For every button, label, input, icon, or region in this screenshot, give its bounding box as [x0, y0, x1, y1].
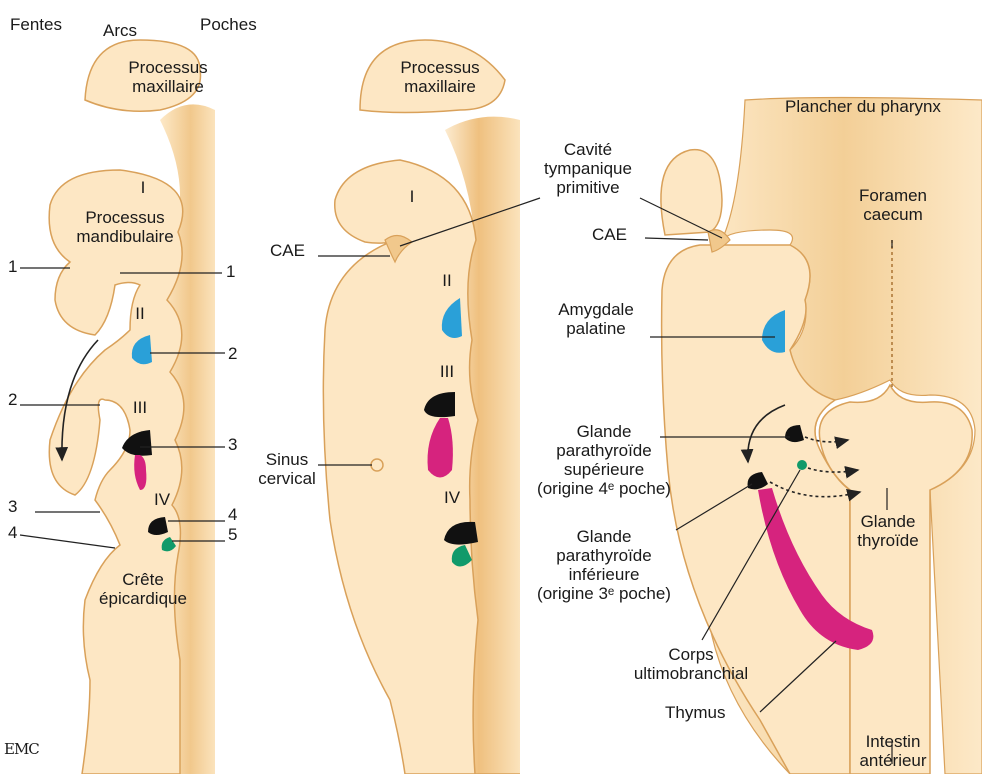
panel-2-arches	[318, 40, 540, 774]
p3-amygdale-palatine: Amygdale palatine	[558, 300, 634, 338]
p3-foramen-caecum: Foramen caecum	[859, 186, 927, 224]
header-poches: Poches	[200, 15, 257, 34]
p1-arc-III: III	[133, 398, 147, 417]
p2-cavite-tympanique: Cavité tympanique primitive	[544, 140, 632, 197]
header-arcs: Arcs	[103, 21, 137, 40]
p3-thymus: Thymus	[665, 703, 725, 722]
p2-arc-II: II	[442, 271, 451, 290]
p1-poche-4: 4	[228, 505, 237, 524]
p2-processus-maxillaire: Processus maxillaire	[400, 58, 479, 96]
panel3-green-ultimo	[797, 460, 807, 470]
p1-fente-4: 4	[8, 523, 17, 542]
p1-arc-II: II	[135, 304, 144, 323]
emc-logo: EMC	[4, 740, 39, 758]
p1-fente-2: 2	[8, 390, 17, 409]
p1-poche-1: 1	[226, 262, 235, 281]
p3-glande-thyroide: Glande thyroïde	[857, 512, 918, 550]
p2-sinus-cervical: Sinus cervical	[258, 450, 316, 488]
p3-cae: CAE	[592, 225, 627, 244]
p2-arc-III: III	[440, 362, 454, 381]
p1-poche-2: 2	[228, 344, 237, 363]
p2-arc-I: I	[410, 187, 415, 206]
p1-processus-maxillaire: Processus maxillaire	[128, 58, 207, 96]
panel1-pouch-3-black	[122, 430, 152, 456]
header-fentes: Fentes	[10, 15, 62, 34]
p1-fente-3: 3	[8, 497, 17, 516]
p2-cae: CAE	[270, 241, 305, 260]
p2-arc-IV: IV	[444, 488, 460, 507]
p3-glande-parathyroide-sup: Glande parathyroïde supérieure (origine …	[537, 422, 671, 498]
p3-intestin-anterieur: Intestin antérieur	[859, 732, 926, 770]
p1-fente-1: 1	[8, 257, 17, 276]
panel3-upper-loop	[661, 150, 722, 235]
p1-poche-3: 3	[228, 435, 237, 454]
p1-poche-5: 5	[228, 525, 237, 544]
p3-plancher-du-pharynx: Plancher du pharynx	[785, 97, 941, 116]
p1-processus-mandibulaire: Processus mandibulaire	[76, 208, 173, 246]
p1-crete-epicardique: Crête épicardique	[99, 570, 187, 608]
p1-arc-I: I	[141, 178, 146, 197]
panel2-sinus-cervical	[371, 459, 383, 471]
panel1-arches-outline	[49, 170, 184, 774]
p3-corps-ultimobranchial: Corps ultimobranchial	[634, 645, 748, 683]
p1-arc-IV: IV	[154, 490, 170, 509]
p3-glande-parathyroide-inf: Glande parathyroïde inférieure (origine …	[537, 527, 671, 603]
panel-1-arches	[20, 40, 225, 774]
